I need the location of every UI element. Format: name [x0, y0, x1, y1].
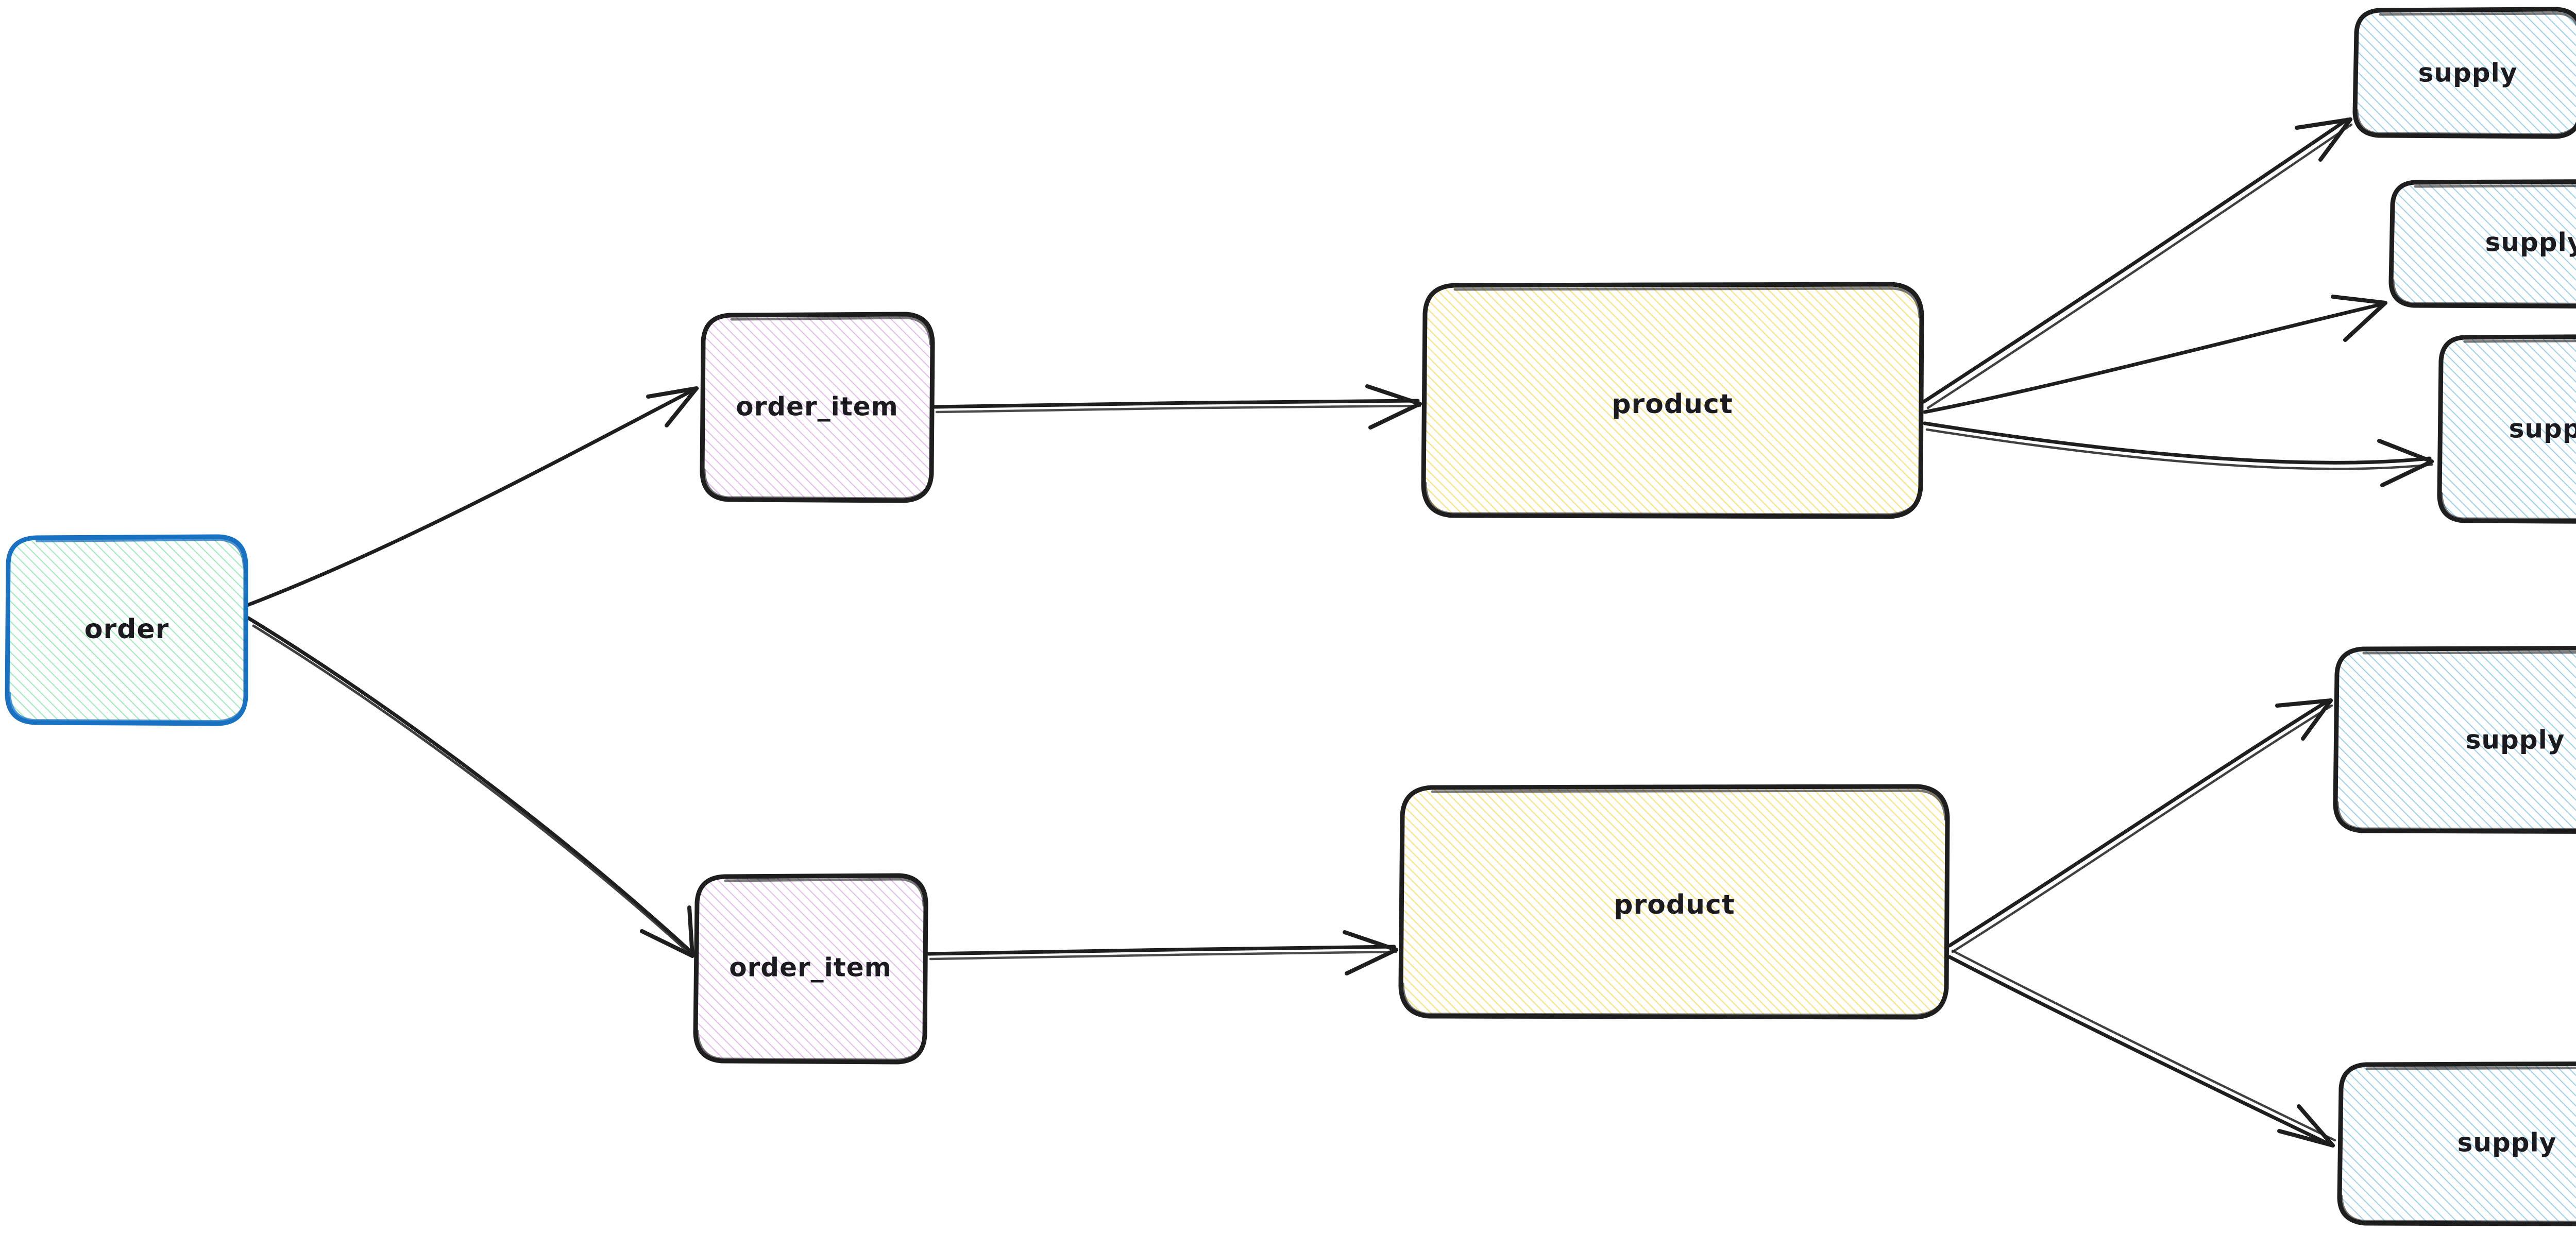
edges-layer: [245, 117, 2434, 1148]
edge-order-to-order-item-1: [245, 386, 699, 607]
edge-product-1-to-supply-1: [1922, 117, 2353, 409]
node-label-supply-5: supply: [2458, 1128, 2557, 1158]
node-label-supply-3: supply: [2509, 414, 2576, 444]
edge-order-item-1-to-product-1: [933, 384, 1422, 430]
node-label-product-1: product: [1612, 389, 1733, 420]
node-supply-4[interactable]: supply: [2333, 646, 2576, 834]
node-order-item-2[interactable]: order_item: [693, 873, 928, 1065]
node-product-2[interactable]: product: [1398, 784, 1950, 1020]
node-label-supply-4: supply: [2466, 725, 2565, 755]
edge-order-item-2-to-product-2: [926, 930, 1398, 975]
node-label-product-2: product: [1614, 889, 1735, 920]
node-label-order-item-2: order_item: [729, 953, 891, 983]
node-supply-5[interactable]: supply: [2337, 1061, 2576, 1226]
node-supply-3[interactable]: supply: [2437, 334, 2576, 524]
nodes-layer: order order_item order_item product: [5, 7, 2576, 1226]
node-label-supply-2: supply: [2485, 228, 2576, 258]
node-order-item-1[interactable]: order_item: [700, 312, 935, 503]
edge-product-2-to-supply-5: [1947, 949, 2336, 1148]
edge-order-to-order-item-2: [246, 616, 694, 958]
edge-product-2-to-supply-4: [1947, 698, 2333, 953]
node-supply-1[interactable]: supply: [2352, 7, 2576, 139]
node-label-order: order: [84, 614, 170, 645]
edge-product-1-to-supply-3: [1923, 421, 2434, 487]
node-order[interactable]: order: [5, 534, 248, 726]
node-label-supply-1: supply: [2418, 58, 2518, 88]
edge-product-1-to-supply-2: [1923, 295, 2387, 414]
node-label-order-item-1: order_item: [736, 392, 898, 422]
node-product-1[interactable]: product: [1421, 282, 1924, 519]
node-supply-2[interactable]: supply: [2388, 179, 2576, 309]
